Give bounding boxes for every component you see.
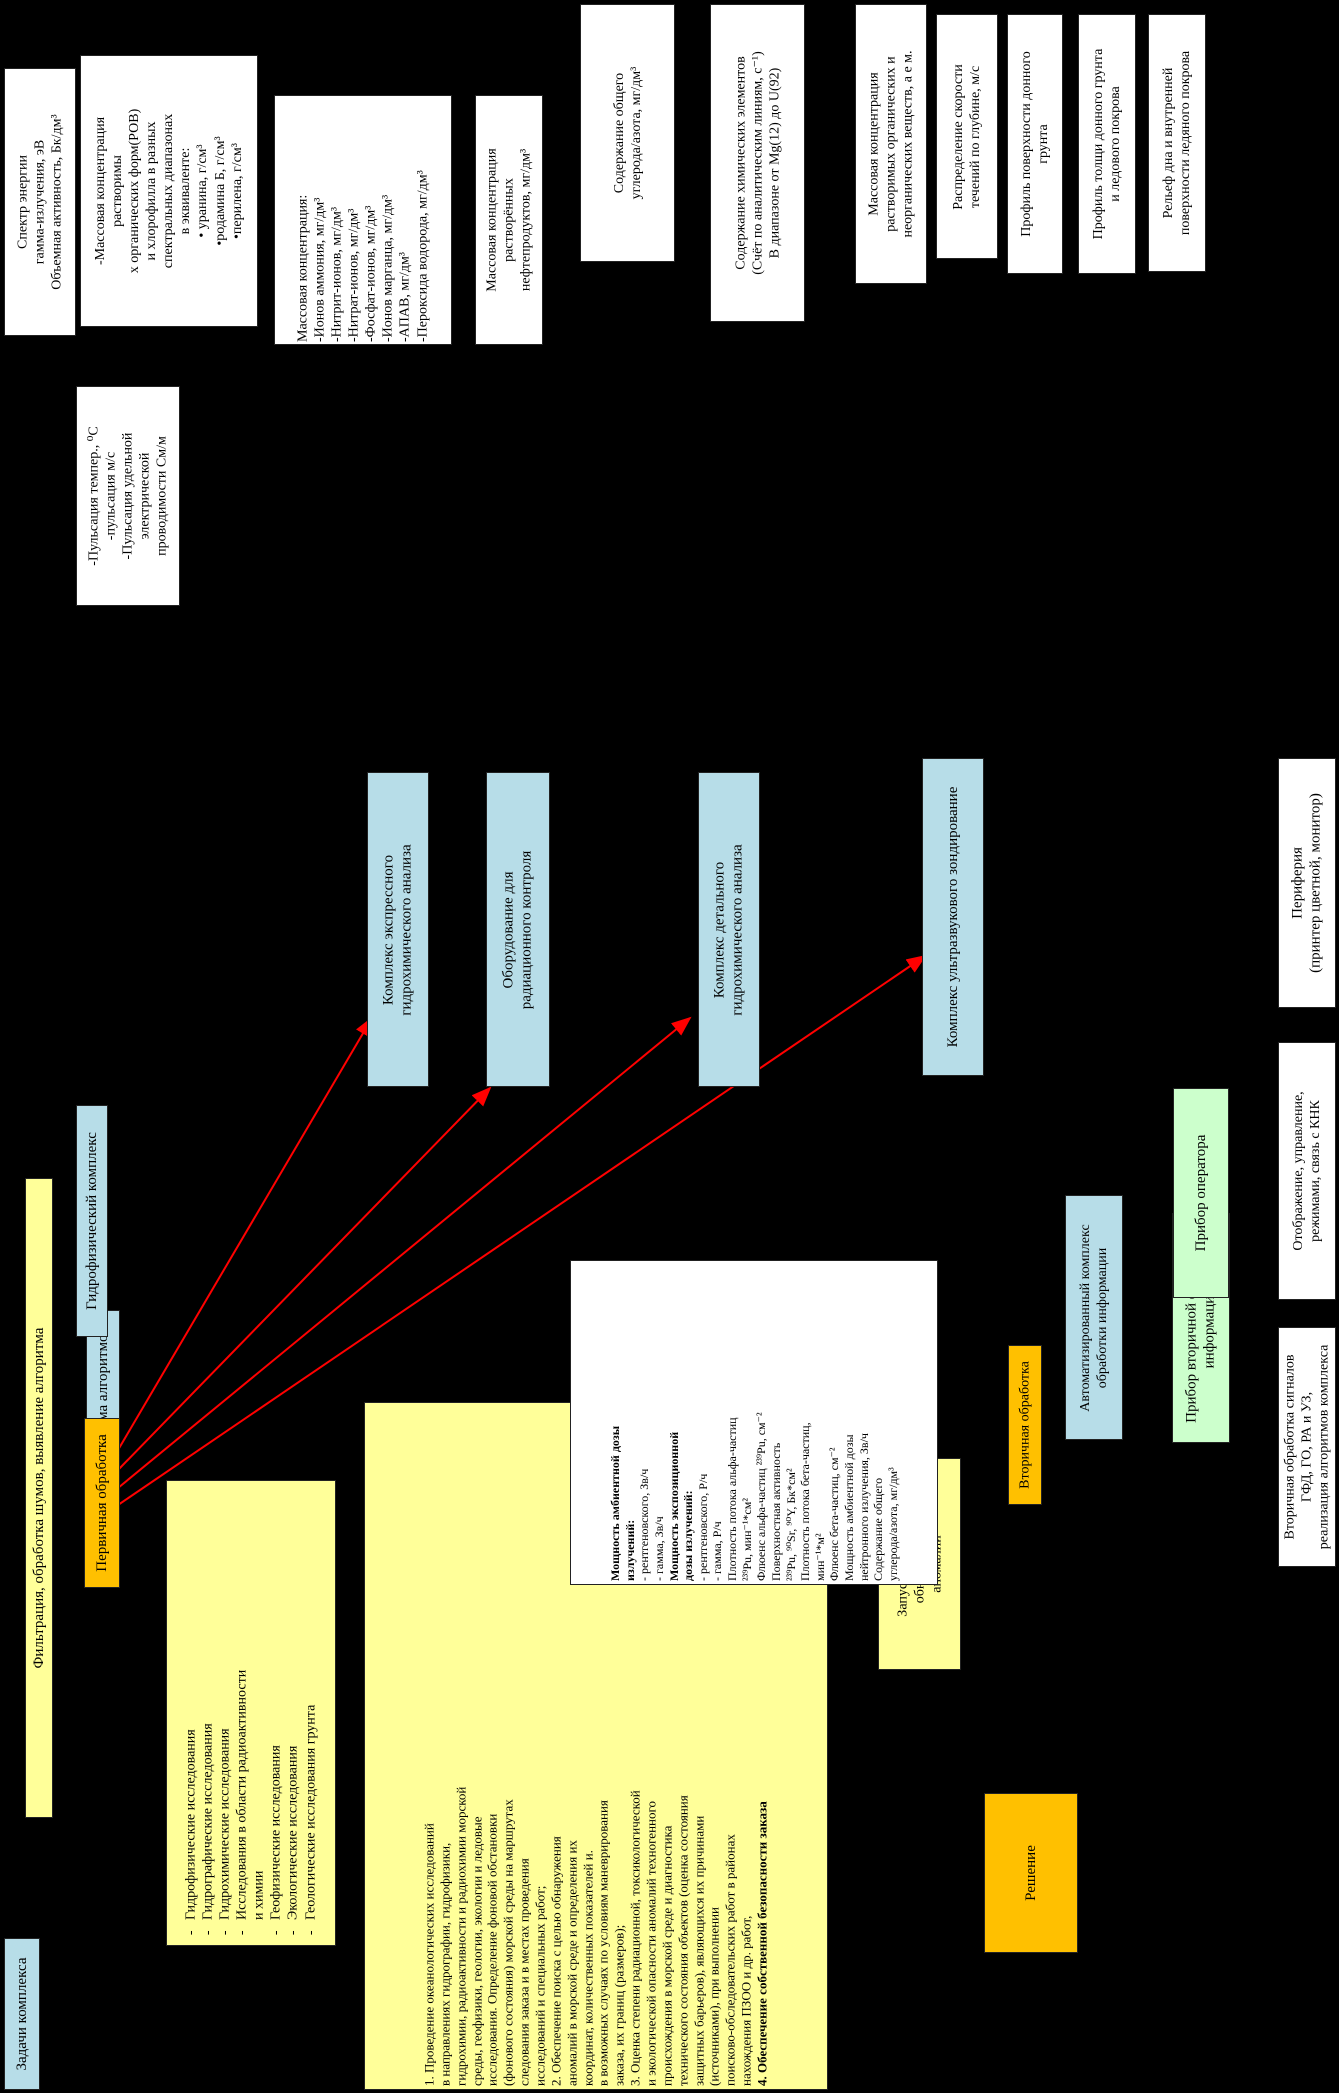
dissolved-substances-box: Массовая концентрация растворимых органи…	[855, 4, 927, 284]
detailed-analysis-label: Комплекс детального гидрохимического ана…	[711, 843, 746, 1016]
primary-processing-box: Первичная обработка	[84, 1418, 120, 1588]
ions-concentration-text: Массовая концентрация: -Ионов аммония, м…	[295, 170, 431, 342]
bottom-profile-text: Профиль поверхности донного грунта	[1018, 51, 1051, 237]
secondary-processing-label: Вторичная обработка	[1017, 1361, 1033, 1489]
chemical-elements-text: Содержание химических элементов (Счёт по…	[732, 51, 783, 275]
ultrasound-label: Комплекс ультразвукового зондирование	[944, 786, 961, 1048]
detailed-analysis-box: Комплекс детального гидрохимического ана…	[698, 772, 760, 1087]
rov-concentration-text: -Массовая концентрация растворимы х орга…	[93, 108, 245, 274]
current-speed-text: Распределение скорости течений по глубин…	[950, 63, 983, 210]
pulsation-text: -Пульсация темпер., ⁰C -пульсация м/с -П…	[86, 426, 170, 566]
operator-device-label: Прибор оператора	[1192, 1134, 1209, 1252]
oil-products-box: Массовая концентрация растворённых нефте…	[475, 95, 543, 345]
ultrasound-box: Комплекс ультразвукового зондирование	[922, 758, 984, 1076]
express-analysis-label: Комплекс экспрессного гидрохимического а…	[380, 843, 415, 1016]
pulsation-box: -Пульсация темпер., ⁰C -пульсация м/с -П…	[76, 386, 180, 606]
research-list: Гидрофизические исследования Гидрографич…	[183, 1488, 320, 1938]
dose-parameters-list: Мощность амбиентной дозы излучений: - ре…	[607, 1411, 900, 1581]
radiation-control-label: Оборудование для радиационного контроля	[500, 850, 535, 1009]
dissolved-substances-text: Массовая концентрация растворимых органи…	[866, 50, 916, 238]
gamma-spectrum-text: Спектр энергии гамма-излучения, эВ Объем…	[15, 114, 65, 290]
oil-products-text: Массовая концентрация растворённых нефте…	[484, 148, 534, 292]
display-desc: Отображение, управление, режимами, связь…	[1290, 1091, 1323, 1251]
periphery-desc: Периферия (принтер цветной, монитор)	[1289, 793, 1324, 973]
arrow-to-detailed-analysis	[117, 1016, 692, 1489]
display-desc-box: Отображение, управление, режимами, связь…	[1278, 1042, 1336, 1300]
current-speed-box: Распределение скорости течений по глубин…	[936, 14, 998, 259]
soil-thickness-text: Профиль толщи донного грунта и ледового …	[1090, 48, 1123, 240]
arrow-to-express-analysis	[117, 1016, 374, 1451]
hydrophysical-complex-box: Гидрофизический комплекс	[76, 1105, 108, 1337]
bottom-relief-text: Рельеф дна и внутренней поверхности ледя…	[1160, 50, 1193, 236]
tasks-label: Задачи комплекса	[13, 1957, 30, 2071]
ions-concentration-box: Массовая концентрация: -Ионов аммония, м…	[274, 95, 452, 345]
arrow-to-radiation-control	[117, 1086, 492, 1471]
radiation-control-box: Оборудование для радиационного контроля	[486, 772, 550, 1087]
filter-label: Фильтрация, обработка шумов, выявление а…	[30, 1327, 47, 1669]
bottom-profile-box: Профиль поверхности донного грунта	[1007, 14, 1063, 274]
secondary-desc: Вторичная обработка сигналов ГФД, ГО, РА…	[1282, 1344, 1332, 1550]
filter-label-box: Фильтрация, обработка шумов, выявление а…	[25, 1178, 53, 1818]
periphery-box: Периферия (принтер цветной, монитор)	[1278, 758, 1336, 1008]
carbon-content-box: Содержание общего углерода/азота, мг/дм³	[580, 4, 675, 262]
auto-complex-box: Автоматизированный комплекс обработки ин…	[1065, 1195, 1123, 1440]
dose-parameters-box: Мощность амбиентной дозы излучений: - ре…	[570, 1260, 938, 1585]
arrow-to-ultrasound	[117, 954, 927, 1506]
rov-concentration-box: -Массовая концентрация растворимы х орга…	[80, 55, 258, 327]
hydrophysical-complex-label: Гидрофизический комплекс	[83, 1132, 100, 1310]
primary-processing-label: Первичная обработка	[93, 1434, 110, 1572]
auto-complex-label: Автоматизированный комплекс обработки ин…	[1077, 1223, 1110, 1412]
decision-label: Решение	[1022, 1845, 1039, 1901]
research-list-box: Гидрофизические исследования Гидрографич…	[166, 1480, 336, 1946]
tasks-label-box: Задачи комплекса	[4, 1938, 40, 2090]
gamma-spectrum-box: Спектр энергии гамма-излучения, эВ Объем…	[4, 68, 76, 336]
bottom-relief-box: Рельеф дна и внутренней поверхности ледя…	[1148, 14, 1206, 272]
secondary-processing-box: Вторичная обработка	[1008, 1345, 1042, 1505]
carbon-content-text: Содержание общего углерода/азота, мг/дм³	[611, 66, 644, 200]
secondary-desc-box: Вторичная обработка сигналов ГФД, ГО, РА…	[1278, 1327, 1336, 1567]
operator-device-box: Прибор оператора	[1173, 1088, 1229, 1298]
chemical-elements-box: Содержание химических элементов (Счёт по…	[710, 4, 805, 322]
soil-thickness-box: Профиль толщи донного грунта и ледового …	[1078, 14, 1136, 274]
decision-box: Решение	[984, 1793, 1078, 1953]
express-analysis-box: Комплекс экспрессного гидрохимического а…	[367, 772, 429, 1087]
